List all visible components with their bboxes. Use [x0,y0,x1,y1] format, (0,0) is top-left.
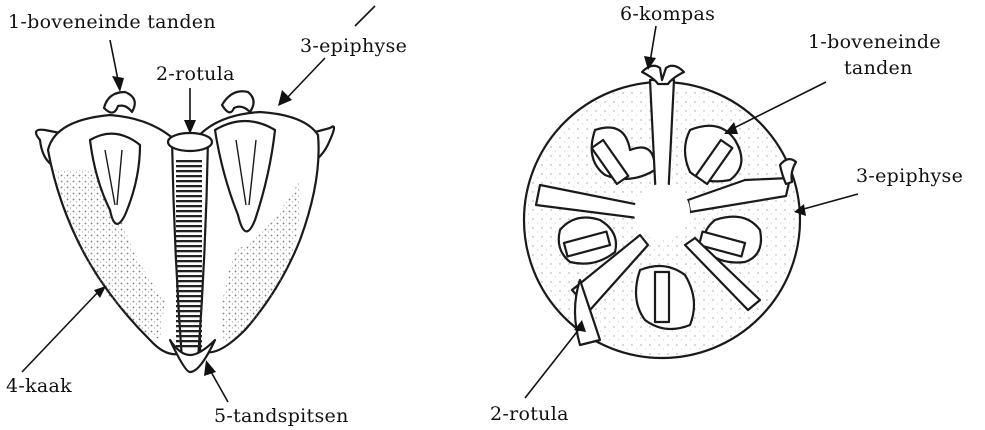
label-kompas: 6-kompas [620,3,715,25]
label-epiphyse-left: 3-epiphyse [300,35,407,57]
label-rotula-right: 2-rotula [490,403,569,425]
label-kaak: 4-kaak [6,375,72,397]
lantern-top-view [524,66,800,358]
label-teeth-top-right-line2: tanden [844,57,913,79]
stray-mark [355,6,375,26]
label-tandspitsen: 5-tandspitsen [214,405,349,427]
label-rotula-left: 2-rotula [156,63,235,85]
tooth-band [176,160,202,350]
label-teeth-top: 1-boveneinde tanden [8,11,216,33]
label-teeth-top-right-line1: 1-boveneinde [808,31,941,53]
left-tooth-top [104,92,135,113]
right-tooth-top [222,91,254,112]
label-epiphyse-right: 3-epiphyse [856,165,963,187]
lantern-side-view [36,91,334,372]
rotula-cap [168,133,212,151]
central-opening [634,184,690,240]
